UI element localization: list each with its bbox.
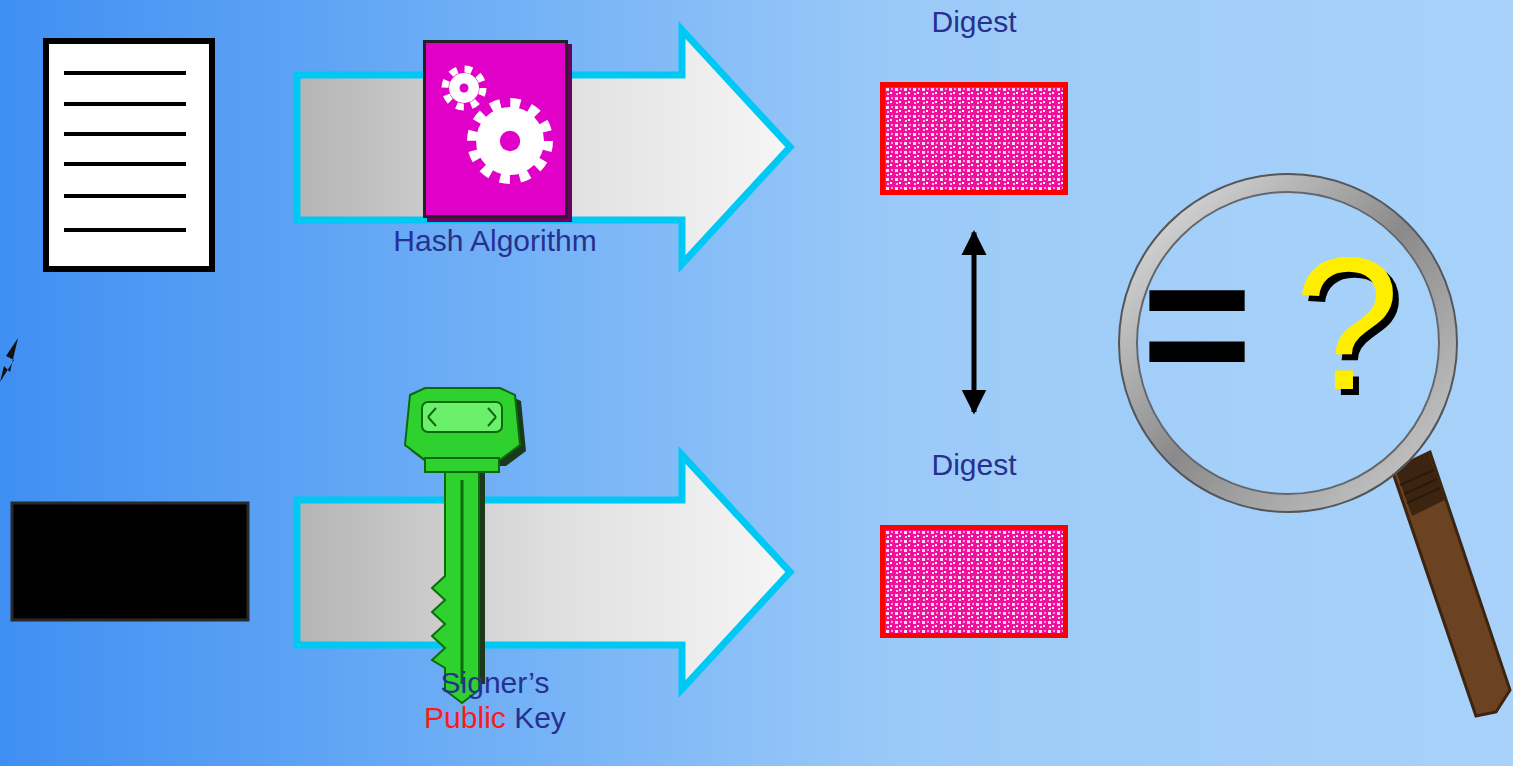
node-heading: Digest [860,448,1088,483]
node-label: Hash Algorithm [345,224,645,259]
data-box: Digest [860,448,1088,638]
block-arrow [297,30,790,264]
magnifier-icon [1119,174,1510,716]
document-icon [46,41,212,269]
digest-box [880,82,1068,195]
question-mark: ? [1292,228,1402,418]
process-box: Hash Algorithm [345,40,645,259]
hash-box [423,40,568,218]
signature-block [12,503,248,620]
edge-arrow [0,338,18,382]
key-label: Signer’s Public Key [405,666,585,735]
compare-arrow [972,233,977,413]
digest-box [880,525,1068,638]
equals-sign: = [1132,228,1262,418]
key-icon [405,388,526,703]
node-heading: Digest [860,5,1088,40]
data-box: Digest [860,5,1088,195]
block-arrow [297,455,790,689]
